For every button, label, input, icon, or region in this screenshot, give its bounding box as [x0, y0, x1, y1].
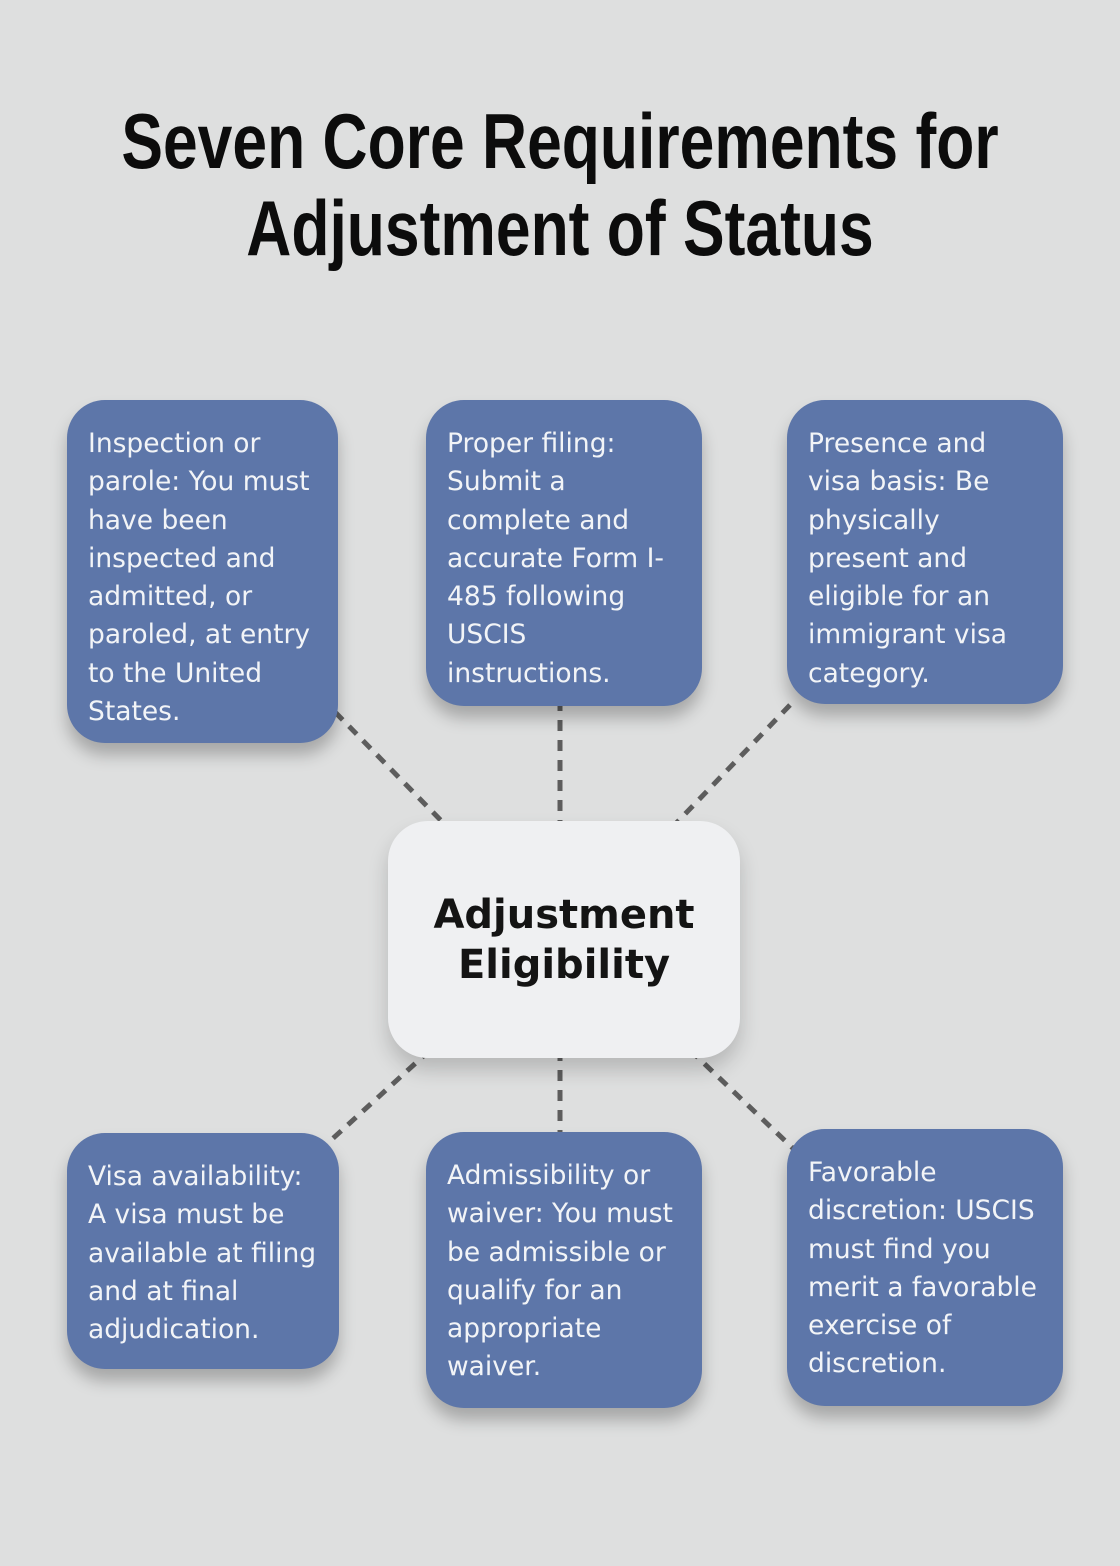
connector-line-bottom-left	[316, 1048, 432, 1154]
node-proper-filing: Proper filing: Submit a complete and acc…	[426, 400, 702, 706]
node-admissibility-or-waiver: Admissibility or waiver: You must be adm…	[426, 1132, 702, 1408]
node-presence-and-visa-basis: Presence and visa basis: Be physically p…	[787, 400, 1063, 704]
node-text: Proper filing: Submit a complete and acc…	[447, 428, 664, 689]
node-inspection-or-parole: Inspection or parole: You must have been…	[67, 400, 338, 743]
connector-line-top-left	[333, 710, 462, 842]
node-text: Admissibility or waiver: You must be adm…	[447, 1160, 673, 1383]
connector-line-top-right	[658, 703, 792, 842]
page-title-line-2: Adjustment of Status	[246, 184, 874, 272]
node-favorable-discretion: Favorable discretion: USCIS must find yo…	[787, 1129, 1063, 1406]
node-text: Presence and visa basis: Be physically p…	[808, 428, 1008, 689]
page-title-line-1: Seven Core Requirements for	[121, 97, 999, 185]
node-text: Favorable discretion: USCIS must find yo…	[808, 1157, 1037, 1380]
node-text: Inspection or parole: You must have been…	[88, 428, 311, 728]
node-visa-availability: Visa availability: A visa must be availa…	[67, 1133, 339, 1369]
center-node-label: Adjustment Eligibility	[433, 891, 695, 988]
connector-line-bottom-right	[688, 1048, 802, 1157]
node-adjustment-eligibility: Adjustment Eligibility	[388, 821, 740, 1058]
node-text: Visa availability: A visa must be availa…	[88, 1161, 317, 1346]
page-title: Seven Core Requirements for Adjustment o…	[112, 98, 1008, 272]
